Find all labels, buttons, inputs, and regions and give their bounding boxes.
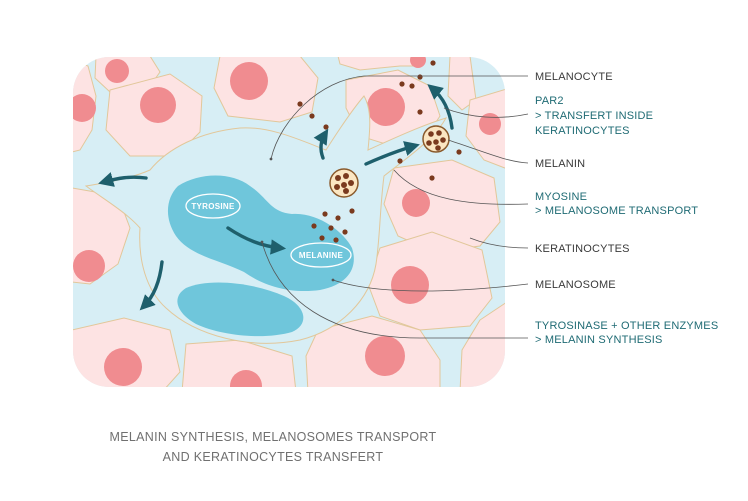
nucleus (410, 57, 426, 68)
transport-arrows (98, 84, 454, 311)
tyrosine-label: TYROSINE (191, 202, 235, 211)
pointer-melanin (447, 139, 529, 164)
arrow-transfer-up (427, 84, 454, 130)
melanin-granules (297, 60, 462, 243)
melanin-dot (430, 60, 436, 66)
pointer-keratinocytes (469, 237, 529, 249)
figure-caption: MELANIN SYNTHESIS, MELANOSOMES TRANSPORT… (60, 427, 486, 467)
melanosome-vesicle (329, 168, 359, 198)
melanin-dot (349, 208, 355, 214)
nucleus (402, 189, 430, 217)
keratinocyte-cell (337, 57, 421, 71)
arrow-up (313, 128, 329, 160)
melanin-dot (319, 235, 325, 241)
label-melanin: MELANIN (535, 158, 585, 170)
nucleus (140, 87, 176, 123)
nucleus (73, 250, 105, 282)
melanin-dot (328, 225, 334, 231)
keratinocyte-cell (367, 231, 493, 331)
label-melanocyte: MELANOCYTE (535, 71, 613, 83)
label-myosine-title: MYOSINE (535, 191, 587, 203)
pointer-lines (261, 75, 529, 339)
pointer-tyrosinase (261, 241, 528, 339)
melanin-dot (335, 215, 341, 221)
nucleus (230, 62, 268, 100)
tyrosine-oval (185, 193, 241, 219)
label-tyrosinase-title: TYROSINASE + OTHER ENZYMES (535, 320, 718, 332)
label-melanosome: MELANOSOME (535, 279, 616, 291)
caption-line-1: MELANIN SYNTHESIS, MELANOSOMES TRANSPORT (109, 430, 437, 444)
arrow-synthesis (226, 226, 287, 255)
keratinocyte-nuclei (73, 57, 501, 387)
melanin-dot (342, 229, 348, 235)
pointer-dot (260, 240, 264, 244)
pointer-par2 (443, 107, 529, 118)
label-tyrosinase-desc: > MELANIN SYNTHESIS (535, 334, 663, 346)
melanin-dot (417, 74, 423, 80)
melanine-oval (290, 242, 352, 268)
arrow-to-keratinocyte (364, 141, 420, 166)
pointer-melanocyte (270, 75, 528, 160)
nucleus (230, 370, 262, 387)
melanin-dot (456, 149, 462, 155)
nucleus (73, 94, 96, 122)
nucleus (367, 88, 405, 126)
melanine-label: MELANINE (299, 251, 344, 260)
pointer-melanosome (332, 279, 529, 292)
arrow-left (98, 172, 148, 187)
keratinocyte-cell (383, 159, 501, 253)
melanin-dot (333, 237, 339, 243)
pointer-dot (269, 157, 273, 161)
label-myosine-desc: > MELANOSOME TRANSPORT (535, 205, 698, 217)
nucleus (104, 348, 142, 386)
melanin-dot (323, 124, 329, 130)
label-keratinocytes: KERATINOCYTES (535, 243, 630, 255)
arrow-down (139, 260, 164, 311)
melanin-dot (417, 109, 423, 115)
melanin-dot (297, 101, 303, 107)
melanin-dot (399, 81, 405, 87)
label-par2-title: PAR2 (535, 95, 564, 107)
melanin-dot (311, 223, 317, 229)
melanocyte-nucleus (167, 175, 354, 292)
keratinocyte-cell (181, 339, 297, 387)
melanin-dot (409, 83, 415, 89)
pointer-dot (331, 278, 335, 282)
nucleus (391, 266, 429, 304)
melanocyte-nucleus-secondary (177, 282, 304, 337)
nucleus (479, 113, 501, 135)
melanin-dot (397, 158, 403, 164)
label-par2-desc: > TRANSFERT INSIDE (535, 110, 653, 122)
pointer-myosine (393, 169, 529, 205)
melanin-dot (309, 113, 315, 119)
keratinocyte-cell (459, 299, 505, 387)
tissue-section: TYROSINE MELANINE (73, 57, 505, 387)
melanin-dot (429, 175, 435, 181)
melanin-dot (322, 211, 328, 217)
label-par2-desc-2: KERATINOCYTES (535, 125, 630, 137)
melanosome-vesicle-transfer (422, 125, 450, 153)
nucleus (365, 336, 405, 376)
caption-line-2: AND KERATINOCYTES TRANSFERT (162, 450, 384, 464)
nucleus (105, 59, 129, 83)
